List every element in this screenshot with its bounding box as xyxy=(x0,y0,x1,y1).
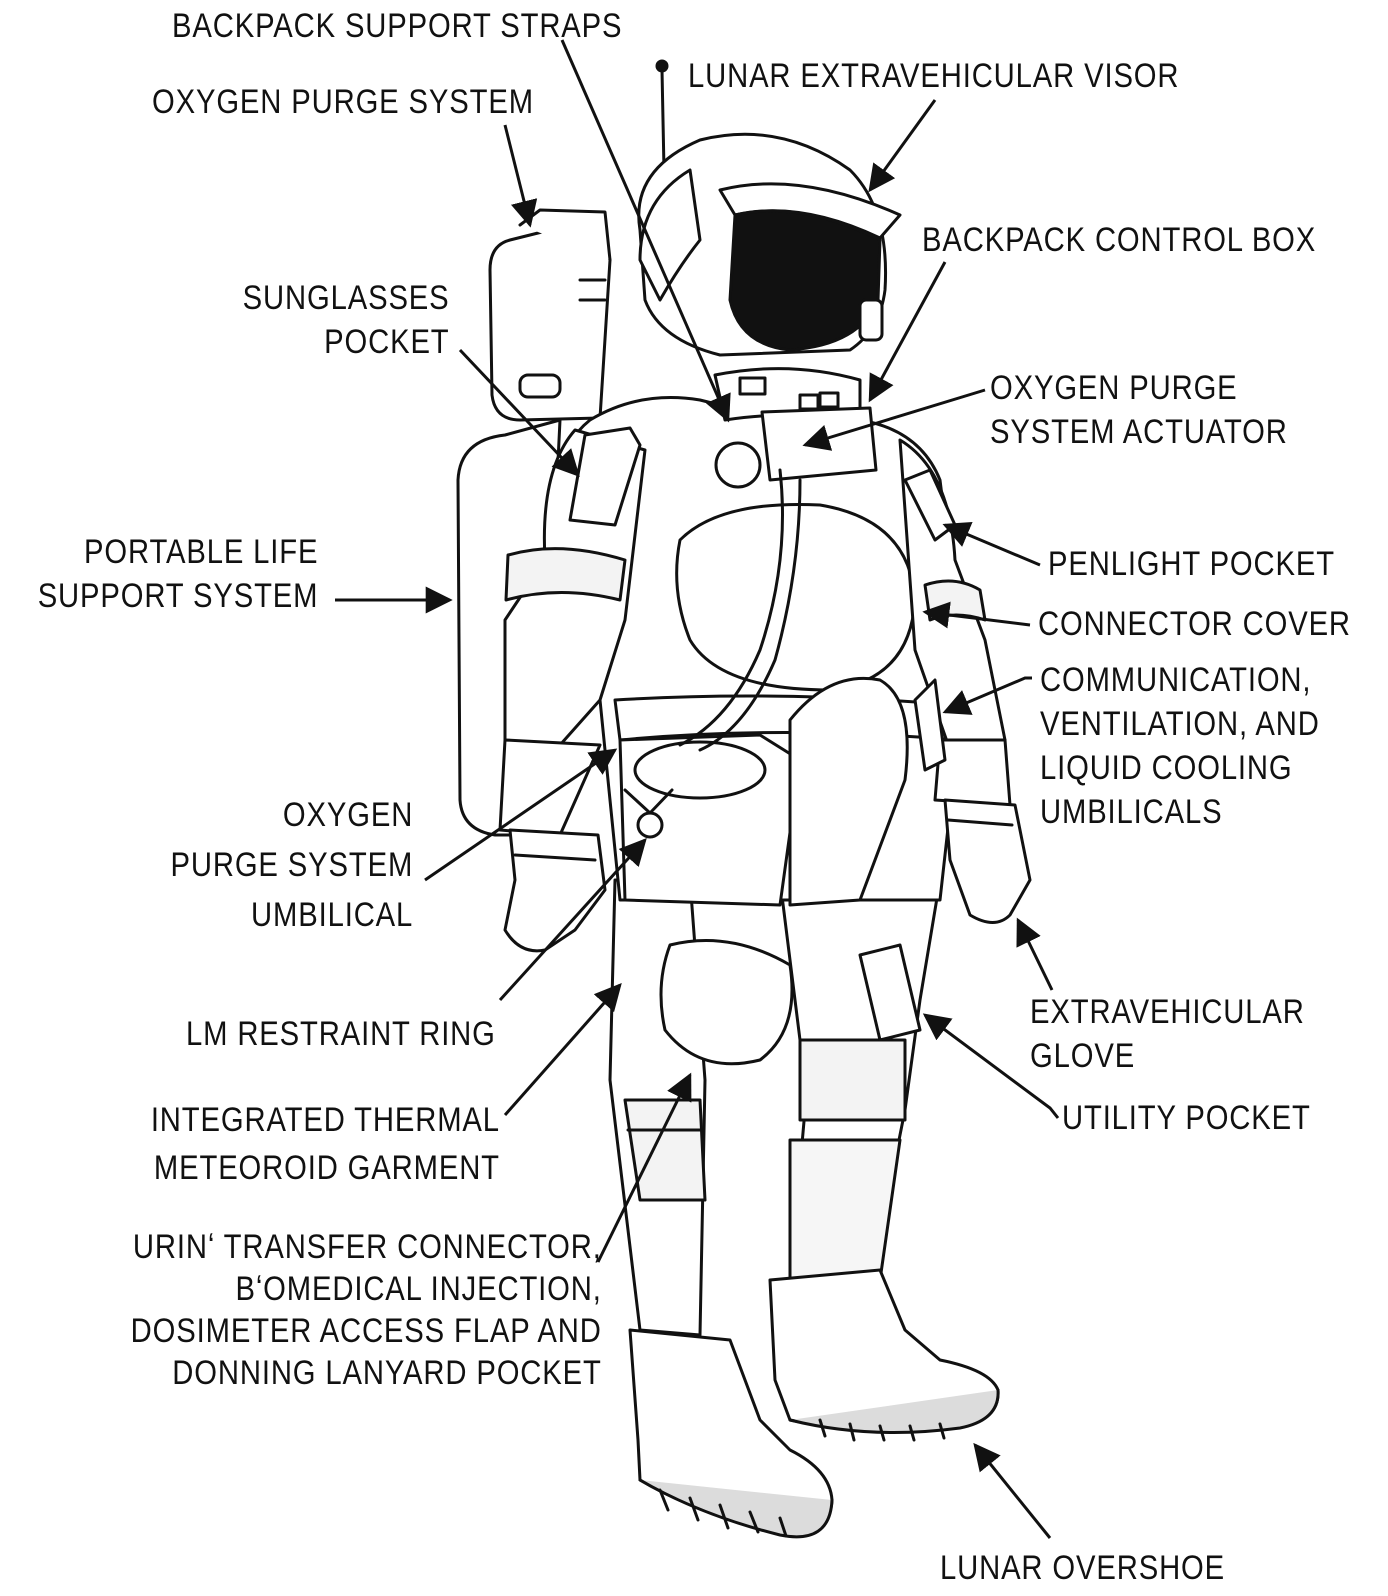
label-integrated-thermal-meteoroid-garment: INTEGRATED THERMAL METEOROID GARMENT xyxy=(151,1096,500,1192)
label-lunar-overshoe: LUNAR OVERSHOE xyxy=(940,1546,1225,1590)
label-extravehicular-glove: EXTRAVEHICULAR GLOVE xyxy=(1030,990,1305,1078)
antenna xyxy=(662,70,664,170)
helmet xyxy=(639,134,900,355)
label-oxygen-purge-system-actuator: OXYGEN PURGE SYSTEM ACTUATOR xyxy=(990,366,1288,454)
label-connector-cover: CONNECTOR COVER xyxy=(1038,602,1351,646)
label-lm-restraint-ring: LM RESTRAINT RING xyxy=(186,1012,496,1056)
label-penlight-pocket: PENLIGHT POCKET xyxy=(1048,542,1335,586)
label-portable-life-support-system: PORTABLE LIFE SUPPORT SYSTEM xyxy=(37,530,318,618)
label-oxygen-purge-system: OXYGEN PURGE SYSTEM xyxy=(152,80,534,124)
label-sunglasses-pocket: SUNGLASSES POCKET xyxy=(243,276,450,364)
label-umbilicals: COMMUNICATION, VENTILATION, AND LIQUID C… xyxy=(1040,658,1320,834)
label-utility-pocket: UTILITY POCKET xyxy=(1062,1096,1311,1140)
label-urine-transfer-connector: URINʻ TRANSFER CONNECTOR, BʻOMEDICAL INJ… xyxy=(131,1226,602,1394)
label-lunar-extravehicular-visor: LUNAR EXTRAVEHICULAR VISOR xyxy=(688,54,1179,98)
label-backpack-support-straps: BACKPACK SUPPORT STRAPS xyxy=(172,4,622,48)
label-backpack-control-box: BACKPACK CONTROL BOX xyxy=(922,218,1316,262)
visor-face xyxy=(730,211,880,350)
label-oxygen-purge-system-umbilical: OXYGEN PURGE SYSTEM UMBILICAL xyxy=(170,790,413,940)
